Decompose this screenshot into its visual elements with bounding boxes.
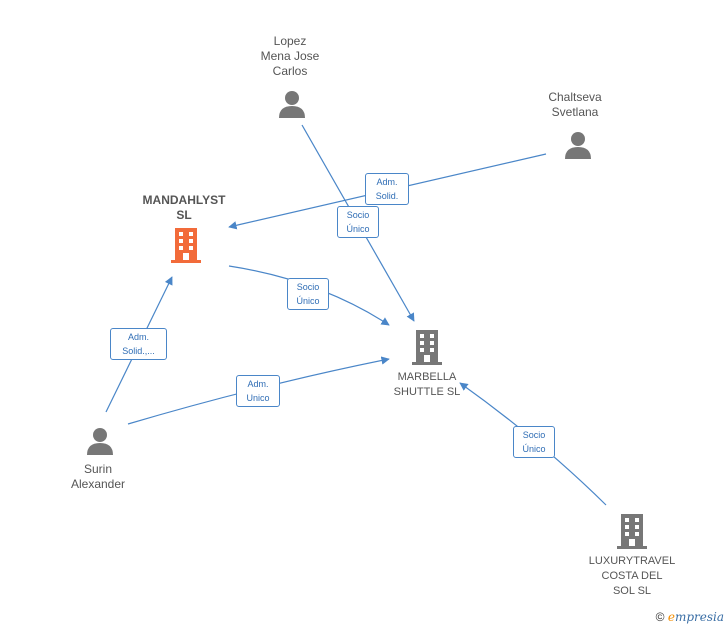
node-label-luxury[interactable]: LUXURYTRAVEL COSTA DEL SOL SL bbox=[588, 555, 676, 597]
relation-label[interactable]: Adm. Solid.,... bbox=[110, 328, 167, 360]
copyright-icon: © bbox=[655, 610, 665, 624]
brand-logo-e: e bbox=[667, 610, 675, 624]
node-label-marbella[interactable]: MARBELLA SHUTTLE SL bbox=[393, 371, 461, 398]
footer-brand: © empresia bbox=[656, 610, 724, 624]
node-label-mandahlyst[interactable]: MANDAHLYST SL bbox=[142, 193, 226, 222]
relation-label[interactable]: Socio Único bbox=[287, 278, 329, 310]
relation-label[interactable]: Adm. Solid. bbox=[365, 173, 409, 205]
person-icon[interactable] bbox=[565, 132, 591, 159]
relation-label[interactable]: Socio Único bbox=[337, 206, 379, 238]
node-label-lopez[interactable]: Lopez Mena Jose Carlos bbox=[260, 34, 320, 78]
building-icon[interactable] bbox=[617, 514, 647, 549]
building-icon-highlight[interactable] bbox=[171, 228, 201, 263]
building-icon[interactable] bbox=[412, 330, 442, 365]
node-label-chaltseva[interactable]: Chaltseva Svetlana bbox=[548, 90, 602, 119]
brand-logo-text: mpresia bbox=[674, 610, 724, 624]
relation-label[interactable]: Socio Único bbox=[513, 426, 555, 458]
person-icon[interactable] bbox=[279, 91, 305, 118]
node-label-surin[interactable]: Surin Alexander bbox=[70, 462, 126, 491]
relation-label[interactable]: Adm. Unico bbox=[236, 375, 280, 407]
person-icon[interactable] bbox=[87, 428, 113, 455]
